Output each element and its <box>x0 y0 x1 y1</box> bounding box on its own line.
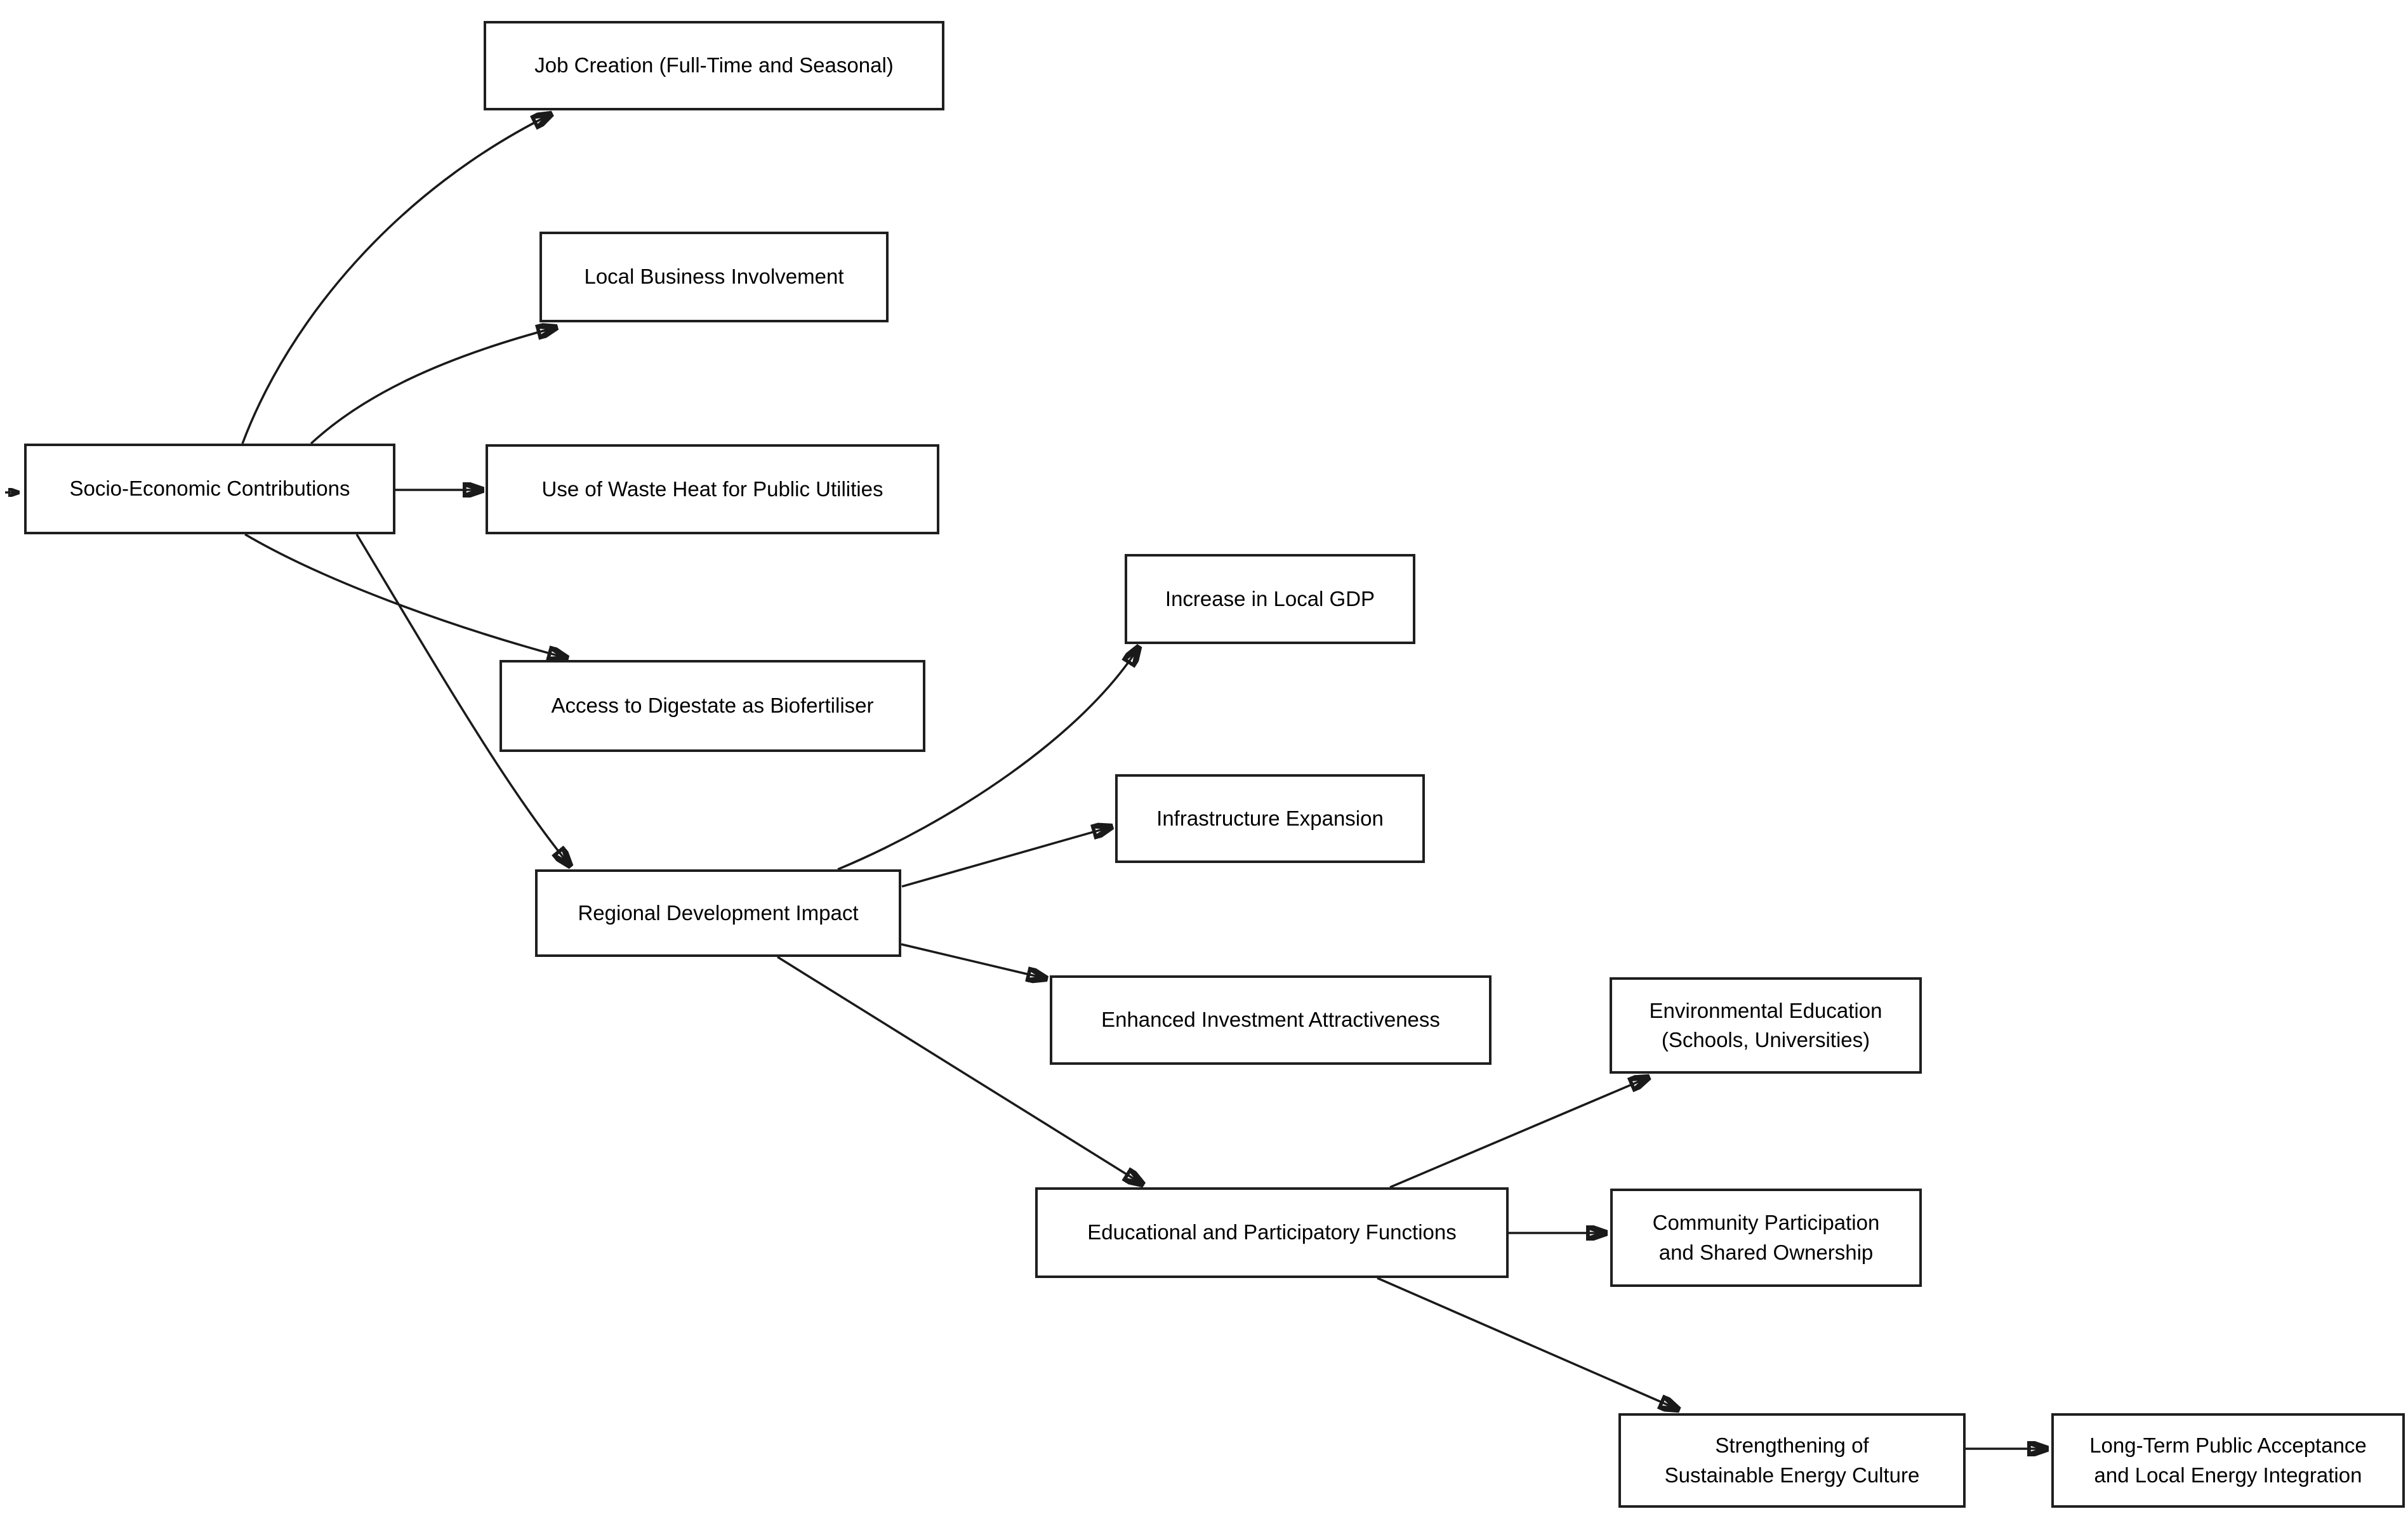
node-label: Enhanced Investment Attractiveness <box>1101 1008 1440 1032</box>
node-infrastructure-expansion: Infrastructure Expansion <box>1115 774 1425 863</box>
node-label: Increase in Local GDP <box>1165 586 1375 610</box>
edge-socio-to-regional <box>355 534 570 866</box>
edge-educational-to-enviro <box>1389 1078 1648 1189</box>
node-label: Environmental Education (Schools, Univer… <box>1649 998 1882 1051</box>
edge-socio-to-job <box>241 114 551 444</box>
node-use-of-waste-heat: Use of Waste Heat for Public Utilities <box>486 444 939 534</box>
node-educational-participatory-functions: Educational and Participatory Functions <box>1035 1187 1509 1278</box>
node-label: Socio-Economic Contributions <box>69 477 350 501</box>
node-label: Infrastructure Expansion <box>1156 806 1384 830</box>
edge-regional-to-educational <box>777 956 1142 1184</box>
node-enhanced-investment-attractiveness: Enhanced Investment Attractiveness <box>1050 975 1492 1065</box>
node-socio-economic-contributions: Socio-Economic Contributions <box>24 444 395 534</box>
edge-educational-to-strengthening <box>1377 1277 1678 1409</box>
node-long-term-public-acceptance: Long-Term Public Acceptance and Local En… <box>2051 1413 2405 1508</box>
edge-regional-to-gdp <box>837 647 1139 871</box>
node-label: Use of Waste Heat for Public Utilities <box>541 477 883 501</box>
node-label: Strengthening of Sustainable Energy Cult… <box>1664 1434 1920 1487</box>
node-label: Long-Term Public Acceptance and Local En… <box>2089 1434 2367 1487</box>
node-increase-in-local-gdp: Increase in Local GDP <box>1125 554 1415 644</box>
node-label: Local Business Involvement <box>584 265 844 289</box>
node-label: Access to Digestate as Biofertiliser <box>551 694 874 718</box>
edge-socio-to-local <box>310 327 556 445</box>
node-regional-development-impact: Regional Development Impact <box>535 869 901 957</box>
node-environmental-education: Environmental Education (Schools, Univer… <box>1610 977 1922 1074</box>
node-label: Regional Development Impact <box>578 900 859 925</box>
edge-regional-to-enhanced <box>901 943 1046 979</box>
node-community-participation: Community Participation and Shared Owner… <box>1610 1189 1922 1287</box>
edge-regional-to-infra <box>901 827 1111 888</box>
node-strengthening-sustainable-energy-culture: Strengthening of Sustainable Energy Cult… <box>1618 1413 1966 1508</box>
node-local-business-involvement: Local Business Involvement <box>539 232 889 322</box>
node-job-creation: Job Creation (Full-Time and Seasonal) <box>484 21 944 110</box>
node-label: Educational and Participatory Functions <box>1087 1220 1457 1244</box>
node-label: Job Creation (Full-Time and Seasonal) <box>534 53 894 77</box>
node-access-to-digestate: Access to Digestate as Biofertiliser <box>499 660 925 752</box>
edge-socio-to-digestate <box>244 533 567 658</box>
node-label: Community Participation and Shared Owner… <box>1652 1211 1880 1264</box>
